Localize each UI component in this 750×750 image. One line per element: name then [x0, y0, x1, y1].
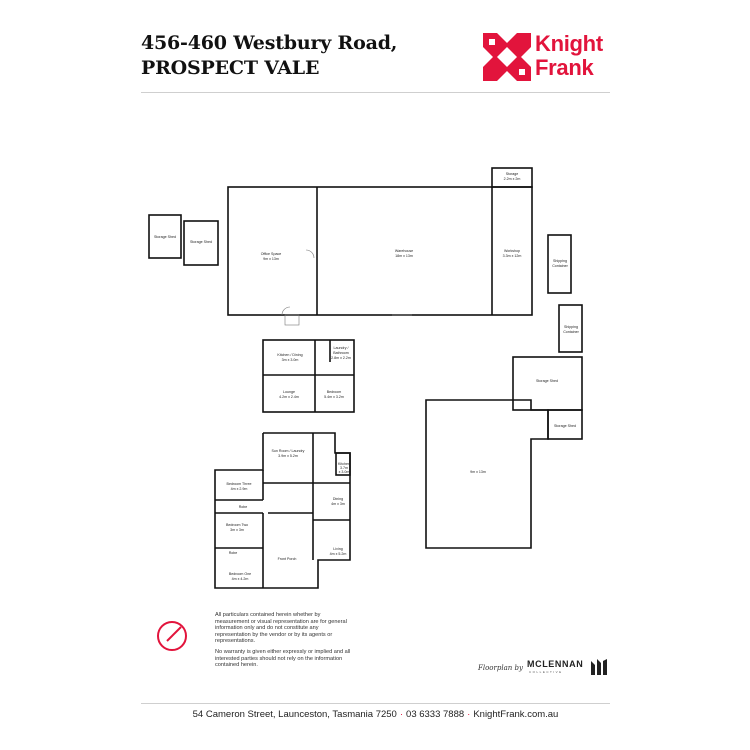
- room-dim-kitchen-2: x 3.0m: [339, 470, 350, 474]
- disclaimer-para-2: No warranty is given either expressly or…: [215, 648, 351, 669]
- room-dim-kitchen-dining: 3m x 3.0m: [282, 358, 299, 362]
- floorplan-credit-label: Floorplan by: [478, 664, 523, 672]
- room-dim-office-space: 9m x 13m: [263, 257, 279, 261]
- main-house-outline: [214, 432, 351, 589]
- room-label-kitchen: Kitchen: [338, 462, 350, 466]
- knight-frank-logo-icon: [483, 33, 531, 81]
- room-label-workshop: Workshop: [504, 249, 520, 253]
- footer: 54 Cameron Street, Launceston, Tasmania …: [141, 709, 610, 720]
- storage-shed-1-outline: [148, 214, 182, 259]
- room-label-kitchen-dining: Kitchen / Dining: [277, 353, 302, 357]
- room-label-bedroom-three: Bedroom Three: [227, 482, 252, 486]
- footer-separator-2: ·: [467, 709, 471, 720]
- room-dim-bedroom-two: 3m x 3m: [230, 528, 244, 532]
- page-title: 456-460 Westbury Road, PROSPECT VALE: [141, 31, 397, 81]
- compass-north-icon: [157, 621, 187, 651]
- room-dim-lounge: 4.2m x 2.4m: [279, 395, 299, 399]
- room-label-bedroom-one: Bedroom One: [229, 572, 251, 576]
- big-shed-outline: [425, 399, 549, 549]
- storage-shed-2-outline: [183, 220, 219, 266]
- room-label-storage-shed-small: Storage Shed: [554, 424, 576, 428]
- storage-shed-right-outline: [512, 356, 583, 411]
- room-dim-dining: 4m x 3m: [331, 502, 345, 506]
- footer-website[interactable]: KnightFrank.com.au: [473, 709, 559, 720]
- shipping-container-1-outline: [547, 234, 572, 294]
- room-label-robe-2: Robe: [229, 551, 238, 555]
- room-label-living: Living: [333, 547, 342, 551]
- logo-text: Knight Frank: [535, 32, 603, 80]
- room-label-front-porch: Front Porch: [278, 557, 297, 561]
- room-label-warehouse: Warehouse: [395, 249, 413, 253]
- footer-divider: [141, 703, 610, 704]
- room-dim-storage-top: 2.2m x 2m: [504, 177, 521, 181]
- room-label-storage-shed-right: Storage Shed: [536, 379, 558, 383]
- logo-line-1: Knight: [535, 31, 603, 56]
- room-label-robe-1: Robe: [239, 505, 248, 509]
- room-dim-living: 4m x 5.2m: [330, 552, 347, 556]
- mclennan-mark-icon: [591, 659, 607, 675]
- room-label-sun-room: Sun Room / Laundry: [272, 449, 305, 453]
- room-label-bedroom: Bedroom: [327, 390, 342, 394]
- disclaimer-para-1: All particulars contained herein whether…: [215, 612, 347, 645]
- industrial-building-outline: [227, 186, 533, 316]
- mclennan-logo-subtext: COLLECTIVE: [529, 670, 563, 674]
- room-dim-laundry: 2.8m x 2.2m: [331, 356, 351, 360]
- room-label-storage-shed-2: Storage Shed: [190, 240, 212, 244]
- room-label-laundry: Laundry /: [334, 346, 349, 350]
- title-line-1: 456-460 Westbury Road,: [141, 32, 398, 54]
- room-label-shipping-2a: Shipping: [564, 325, 578, 329]
- room-label-shipping-1a: Shipping: [553, 259, 567, 263]
- storage-top-outline: [491, 167, 533, 188]
- footer-address: 54 Cameron Street, Launceston, Tasmania …: [192, 709, 397, 720]
- room-label-bedroom-two: Bedroom Two: [226, 523, 248, 527]
- room-dim-workshop: 3.3m x 12m: [503, 254, 522, 258]
- room-dim-sun-room: 3.9m x 5.2m: [278, 454, 298, 458]
- room-label-laundry-2: Bathroom: [333, 351, 349, 355]
- title-line-2: PROSPECT VALE: [141, 57, 320, 79]
- room-dim-warehouse: 18m x 13m: [395, 254, 413, 258]
- room-label-shipping-2b: Container: [563, 330, 579, 334]
- footer-phone[interactable]: 03 6333 7888: [406, 709, 465, 720]
- room-label-storage-shed-1: Storage Shed: [154, 235, 176, 239]
- logo-line-2: Frank: [535, 55, 594, 80]
- room-label-shipping-1b: Container: [552, 264, 568, 268]
- room-label-dining: Dining: [333, 497, 343, 501]
- footer-separator-1: ·: [399, 709, 404, 720]
- room-dim-bedroom-three: 4m x 2.9m: [231, 487, 248, 491]
- mclennan-logo-text: MCLENNAN: [527, 659, 584, 669]
- room-label-storage-top: Storage: [506, 172, 519, 176]
- disclaimer: All particulars contained herein whether…: [215, 612, 355, 673]
- room-label-lounge: Lounge: [283, 390, 295, 394]
- room-dim-bedroom-one: 4m x 4.2m: [232, 577, 249, 581]
- room-label-office-space: Office Space: [261, 252, 282, 256]
- room-dim-big-shed: 9m x 13m: [470, 470, 486, 474]
- header-divider: [141, 92, 610, 93]
- room-dim-kitchen: 3.7m: [340, 466, 348, 470]
- shipping-container-2-outline: [558, 304, 583, 353]
- room-dim-bedroom: 5.4m x 3.2m: [324, 395, 344, 399]
- cottage-outline: [262, 339, 355, 413]
